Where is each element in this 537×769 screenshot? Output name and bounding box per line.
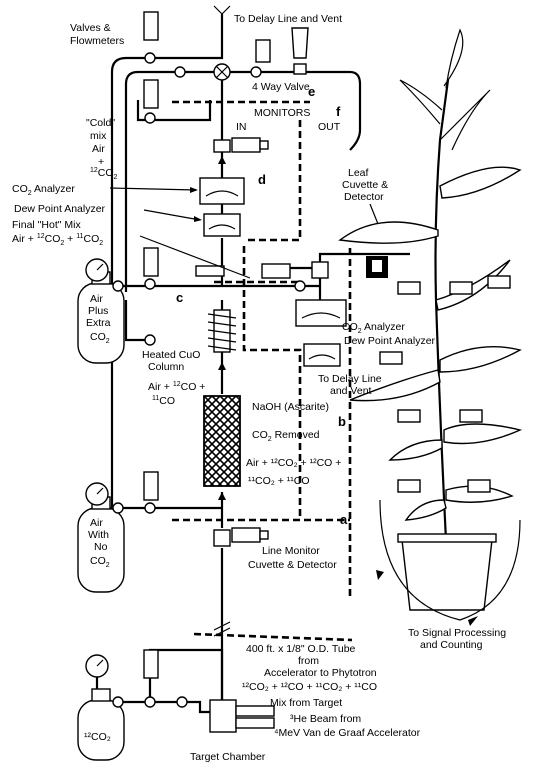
dew-point-right-label: Dew Point Analyzer <box>344 335 436 347</box>
tube-label-3: Accelerator to Phytotron <box>264 667 377 679</box>
pointer-line <box>109 187 197 191</box>
air-co-label-2: 11CO <box>152 395 175 407</box>
flow-arrow-icon <box>218 156 226 500</box>
detector-icon <box>213 137 329 547</box>
pointer-arrow-icon-2 <box>194 216 202 222</box>
heated-cuo-label-1: Heated CuO <box>142 349 200 361</box>
pipe-break-icon <box>213 621 231 637</box>
tube-label-1: 400 ft. x 1/8" O.D. Tube <box>246 643 356 655</box>
delay-vent-top-label: To Delay Line and Vent <box>234 13 342 25</box>
line-monitor-label-1: Line Monitor <box>262 545 320 557</box>
target-chamber-icon <box>209 699 275 733</box>
flowmeter-icon <box>143 11 271 679</box>
line-monitor-label-2: Cuvette & Detector <box>248 559 337 571</box>
tube-label-4: ¹²CO₂ + ¹²CO + ¹¹CO₂ + ¹¹CO <box>242 681 377 693</box>
air-no-label-1: Air <box>90 517 103 529</box>
mix-target-label: Mix from Target <box>270 697 342 709</box>
vent-arrow-icon <box>213 5 231 15</box>
co2-analyzer-main-label: CO2 Analyzer <box>12 183 75 197</box>
cold-mix-label-2: mix <box>90 130 107 142</box>
monitor-in-label: IN <box>236 121 247 133</box>
analyzer-icon <box>199 177 347 367</box>
target-chamber-label: Target Chamber <box>190 751 266 763</box>
four-way-valve-icon <box>213 63 231 81</box>
leaf-cuvette-label-2: Cuvette & <box>342 179 388 191</box>
cylinder-air-plus-co2-icon <box>77 258 125 364</box>
air-plus-label-2: Plus <box>88 305 108 317</box>
cylinder-12co2-icon <box>77 654 125 761</box>
pointer-line-3 <box>139 235 251 279</box>
air-no-label-2: With <box>88 529 109 541</box>
co2-analyzer-right-label: CO2 Analyzer <box>342 321 405 335</box>
cold-mix-label-1: "Cold" <box>86 117 115 129</box>
vent-funnel-icon <box>291 27 309 75</box>
signal-label-2: and Counting <box>420 639 483 651</box>
valves-flowmeters-label-2: Flowmeters <box>70 35 124 47</box>
pointer-line-2 <box>143 209 201 221</box>
leaf-cuvette-label-3: Detector <box>344 191 384 203</box>
final-hot-mix-label: Final "Hot" Mix <box>12 219 81 231</box>
air-plus-label-3: Extra <box>86 317 111 329</box>
cold-mix-label-3: Air <box>92 143 105 155</box>
cold-mix-label-4: + <box>98 156 104 168</box>
delay-vent-right-label-2: and Vent <box>330 385 372 397</box>
cylinder-air-no-co2-icon <box>77 482 125 593</box>
section-b-label: b <box>338 414 346 429</box>
leaf-cuvette-label-1: Leaf <box>348 167 369 179</box>
cold-mix-label-5: 12CO2 <box>90 167 118 181</box>
mixture-label-1: Air + ¹²CO₂ + ¹²CO + <box>246 457 341 469</box>
signal-label-1: To Signal Processing <box>408 627 506 639</box>
valve-icon <box>112 52 306 708</box>
delay-vent-right-label-1: To Delay Line <box>318 373 382 385</box>
heated-cuo-label-2: Column <box>148 361 184 373</box>
four-way-valve-label: 4 Way Valve <box>252 81 310 93</box>
final-hot-formula-label: Air + 12CO2 + 11CO2 <box>12 233 103 247</box>
he-beam-label-2: ⁴MeV Van de Graaf Accelerator <box>274 727 421 739</box>
he-beam-label-1: ³He Beam from <box>290 713 361 725</box>
section-c-label: c <box>176 290 183 305</box>
monitors-label: MONITORS <box>254 107 310 119</box>
air-co-label-1: Air + 12CO + <box>148 381 205 393</box>
air-plus-label-1: Air <box>90 293 103 305</box>
pointer-arrow-icon <box>190 187 198 193</box>
valves-flowmeters-label: Valves & <box>70 22 111 34</box>
tube-label-2: from <box>298 655 319 667</box>
section-f-label: f <box>336 104 341 119</box>
mixture-label-2: ¹¹CO₂ + ¹¹CO <box>248 475 310 487</box>
naoh-column-icon <box>203 395 241 487</box>
plant-icon <box>338 28 523 626</box>
section-a-label: a <box>340 512 348 527</box>
co2-bottle-label: ¹²CO₂ <box>84 731 111 743</box>
monitor-out-label: OUT <box>318 121 341 133</box>
naoh-label: NaOH (Ascarite) <box>252 401 329 413</box>
section-d-label: d <box>258 172 266 187</box>
air-no-label-3: No <box>94 541 108 553</box>
labels: Valves & Flowmeters To Delay Line and Ve… <box>12 13 506 763</box>
section-e-label: e <box>308 84 315 99</box>
co2-removed-label: CO2 Removed <box>252 429 320 443</box>
pointer-line-4 <box>369 203 379 225</box>
dew-point-main-label: Dew Point Analyzer <box>14 203 106 215</box>
heated-cuo-column-icon <box>207 309 237 353</box>
air-plus-label-4: CO2 <box>90 331 110 345</box>
section-boundaries <box>172 100 353 642</box>
air-no-label-4: CO2 <box>90 555 110 569</box>
